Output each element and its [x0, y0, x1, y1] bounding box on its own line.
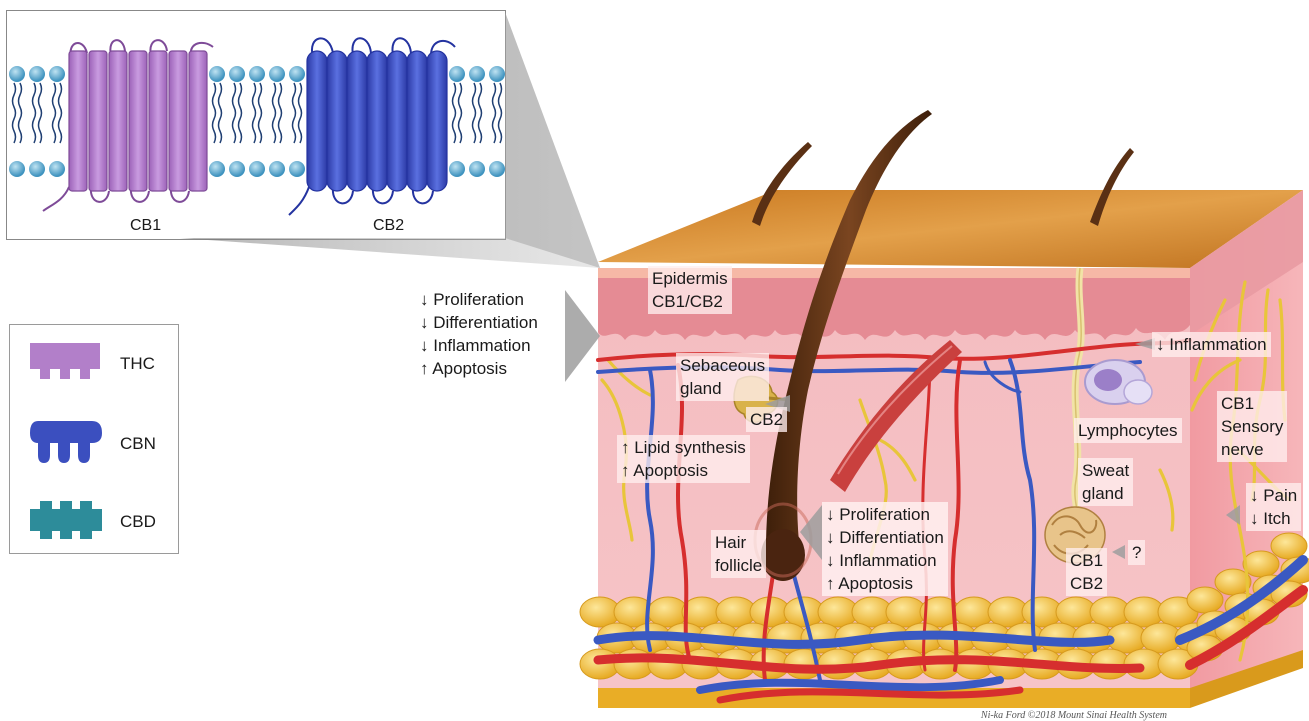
effect-proliferation: ↓ Proliferation [420, 288, 538, 311]
zoom-cone-edge [505, 12, 600, 268]
legend-label-cbd: CBD [120, 512, 156, 532]
thc-shape-icon [28, 339, 108, 387]
cbd-shape-icon [28, 497, 108, 545]
legend-label-thc: THC [120, 354, 155, 374]
epidermis-title: Epidermis [652, 267, 728, 290]
follicle-differentiation: ↓ Differentiation [826, 526, 944, 549]
epidermis-receptors: CB1/CB2 [652, 290, 728, 313]
sebaceous-cb2-label: CB2 [746, 407, 787, 432]
sebaceous-line2: gland [680, 377, 765, 400]
sensory-line1: Sensory [1221, 415, 1283, 438]
sweat-gland-label: Sweat gland [1078, 458, 1133, 506]
pain-itch-label: ↓ Pain ↓ Itch [1246, 483, 1301, 531]
effect-inflammation: ↓ Inflammation [420, 334, 538, 357]
effect-differentiation: ↓ Differentiation [420, 311, 538, 334]
sebaceous-effects: ↑ Lipid synthesis ↑ Apoptosis [617, 435, 750, 483]
artist-credit: Ni-ka Ford ©2018 Mount Sinai Health Syst… [981, 710, 1167, 721]
legend-item-cbd: CBD [10, 497, 178, 547]
legend-item-cbn: CBN [10, 419, 178, 469]
hair-follicle-label: Hair follicle [711, 530, 766, 578]
sensory-line2: nerve [1221, 438, 1283, 461]
sensory-nerve-label: CB1 Sensory nerve [1217, 391, 1287, 462]
sweat-line1: Sweat [1082, 459, 1129, 482]
legend-item-thc: THC [10, 339, 178, 389]
sweat-cb1: CB1 [1070, 549, 1103, 572]
sebaceous-line1: Sebaceous [680, 354, 765, 377]
effect-apoptosis: ↑ Apoptosis [420, 357, 538, 380]
follicle-apoptosis: ↑ Apoptosis [826, 572, 944, 595]
inflammation-label: ↓ Inflammation [1152, 332, 1271, 357]
hair-follicle-line2: follicle [715, 554, 762, 577]
follicle-effects: ↓ Proliferation ↓ Differentiation ↓ Infl… [822, 502, 948, 596]
legend: THC CBN CBD [9, 324, 179, 554]
sweat-cb2: CB2 [1070, 572, 1103, 595]
sensory-cb1: CB1 [1221, 392, 1283, 415]
hair-follicle-line1: Hair [715, 531, 762, 554]
legend-label-cbn: CBN [120, 434, 156, 454]
lymphocytes-label: Lymphocytes [1074, 418, 1182, 443]
unknown-effect-label: ? [1128, 540, 1145, 565]
skin-surface [598, 190, 1303, 268]
follicle-proliferation: ↓ Proliferation [826, 503, 944, 526]
sebaceous-gland-label: Sebaceous gland [676, 353, 769, 401]
epidermis-effects: ↓ Proliferation ↓ Differentiation ↓ Infl… [416, 286, 542, 382]
effect-sebaceous-apoptosis: ↑ Apoptosis [621, 459, 746, 482]
effect-itch: ↓ Itch [1250, 507, 1297, 530]
effect-lipid-synthesis: ↑ Lipid synthesis [621, 436, 746, 459]
epidermis-label: Epidermis CB1/CB2 [648, 266, 732, 314]
sweat-receptors-label: CB1 CB2 [1066, 548, 1107, 596]
sweat-line2: gland [1082, 482, 1129, 505]
follicle-inflammation: ↓ Inflammation [826, 549, 944, 572]
effect-pain: ↓ Pain [1250, 484, 1297, 507]
cbn-shape-icon [28, 419, 108, 467]
